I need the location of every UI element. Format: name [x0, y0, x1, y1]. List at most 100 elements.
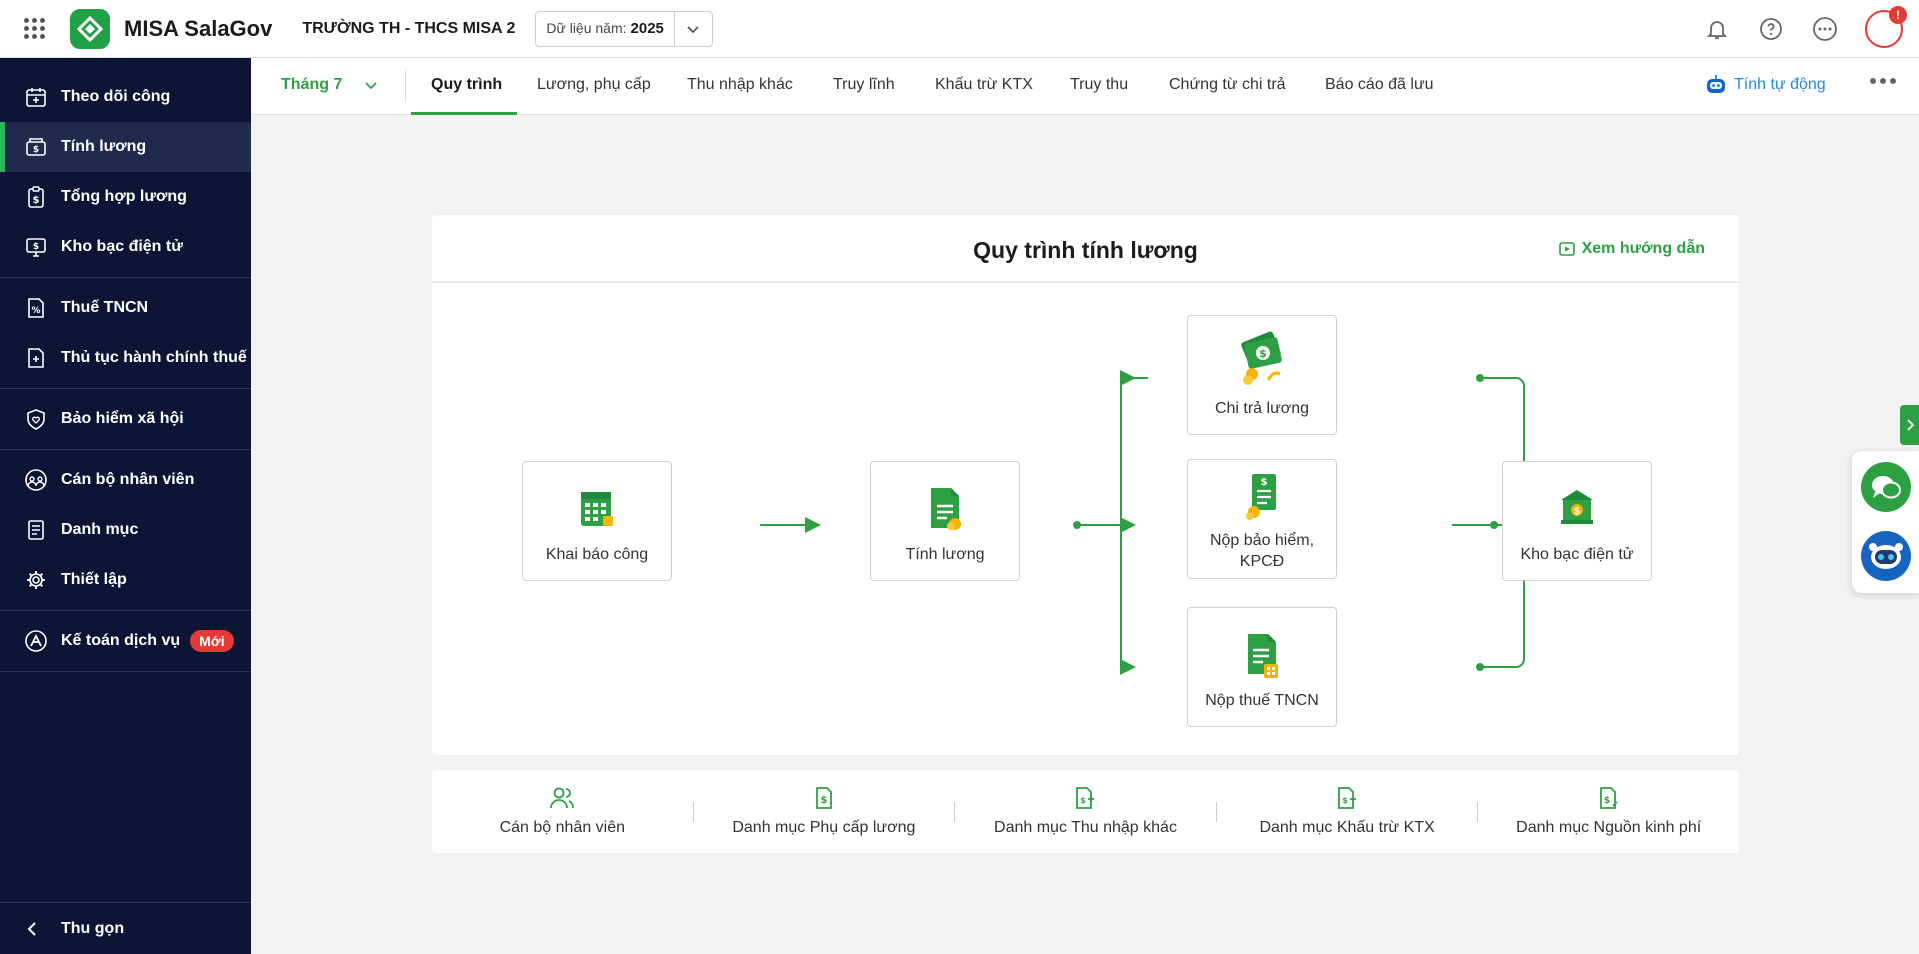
sidebar-item-label: Kế toán dịch vụ [61, 632, 181, 649]
shortcut-phu-cap-luong[interactable]: $ Danh mục Phụ cấp lương [694, 770, 955, 853]
shortcut-divider [692, 801, 694, 822]
avatar[interactable]: ! [1865, 6, 1907, 48]
clipboard-dollar-icon: $ [24, 185, 48, 209]
workflow-card: Quy trình tính lương Xem hướng dẫn [432, 215, 1739, 755]
people-icon [24, 468, 48, 492]
sidebar-item-thiet-lap[interactable]: Thiết lập [0, 555, 251, 605]
collapse-sidebar-button[interactable]: Thu gọn [0, 902, 251, 954]
year-selector[interactable]: Dữ liệu năm:2025 [535, 10, 713, 47]
accounting-icon [24, 629, 48, 653]
workflow-title: Quy trình tính lương [973, 237, 1198, 263]
auto-calc-label: Tính tự động [1734, 76, 1826, 93]
step-kho-bac-dien-tu[interactable]: $ Kho bạc điện tử [1502, 461, 1652, 581]
calendar-icon [24, 85, 48, 109]
tab-chung-tu-chi-tra[interactable]: Chứng từ chi trả [1169, 76, 1286, 93]
sidebar-item-label: Danh mục [61, 521, 139, 538]
sidebar-item-label: Tổng hợp lương [61, 188, 187, 205]
svg-text:$: $ [1342, 796, 1348, 805]
list-doc-icon [24, 518, 48, 542]
sidebar-item-can-bo[interactable]: Cán bộ nhân viên [0, 455, 251, 505]
shortcut-label: Cán bộ nhân viên [499, 819, 626, 836]
school-name[interactable]: TRƯỜNG TH - THCS MISA 2 [302, 19, 516, 37]
step-nop-bao-hiem[interactable]: $ Nộp bảo hiểm,KPCĐ [1187, 459, 1337, 579]
chat-support-icon[interactable] [1861, 462, 1911, 512]
bell-icon[interactable] [1703, 15, 1731, 43]
shortcut-can-bo-nhan-vien[interactable]: Cán bộ nhân viên [432, 770, 693, 853]
sidebar-item-ke-toan-dich-vu[interactable]: Kế toán dịch vụ Mới [0, 616, 251, 666]
monitor-dollar-icon: $ [24, 235, 48, 259]
tab-truy-thu[interactable]: Truy thu [1070, 76, 1129, 93]
svg-text:%: % [31, 306, 40, 316]
tab-thu-nhap-khac[interactable]: Thu nhập khác [687, 76, 793, 93]
step-khai-bao-cong[interactable]: Khai báo công [522, 461, 672, 581]
people-icon [432, 786, 693, 812]
chevron-down-icon [365, 82, 377, 90]
tab-khau-tru-ktx[interactable]: Khấu trừ KTX [935, 76, 1033, 93]
apps-grid-icon[interactable] [24, 17, 46, 40]
money-payment-icon: $ [1188, 330, 1336, 390]
shortcut-label: Danh mục Nguồn kinh phí [1516, 819, 1702, 836]
bank-icon: $ [1503, 486, 1651, 534]
sidebar-item-label: Thuế TNCN [61, 299, 149, 316]
sidebar-item-theo-doi-cong[interactable]: Theo dõi công [0, 72, 251, 122]
shortcut-thu-nhap-khac[interactable]: $ Danh mục Thu nhập khác [955, 770, 1216, 853]
shortcut-divider [1477, 801, 1479, 822]
help-icon[interactable] [1757, 15, 1785, 43]
calendar-grid-icon [523, 486, 671, 534]
svg-text:$: $ [33, 195, 40, 206]
tab-bao-cao-da-luu[interactable]: Báo cáo đã lưu [1325, 76, 1434, 93]
shortcut-nguon-kinh-phi[interactable]: $ Danh mục Nguồn kinh phí [1478, 770, 1739, 853]
chevron-left-icon [24, 921, 48, 937]
sidebar-divider [0, 388, 251, 389]
sidebar-divider [0, 277, 251, 278]
step-label: Nộp bảo hiểm,KPCĐ [1188, 530, 1336, 572]
step-chi-tra-luong[interactable]: $ Chi trả lương [1187, 315, 1337, 435]
more-options-icon[interactable] [1811, 15, 1839, 43]
step-label-line2: KPCĐ [1239, 553, 1285, 570]
svg-text:$: $ [33, 145, 39, 155]
sidebar-item-danh-muc[interactable]: Danh mục [0, 505, 251, 555]
doc-dollar-icon: $ [1478, 786, 1739, 812]
floating-actions [1852, 451, 1919, 593]
year-value: 2025 [630, 20, 664, 37]
top-header: MISA SalaGov TRƯỜNG TH - THCS MISA 2 Dữ … [0, 0, 1919, 58]
sidebar-item-label: Tính lương [61, 138, 147, 155]
step-tinh-luong[interactable]: Tính lương [870, 461, 1020, 581]
sidebar-item-thu-tuc-thue[interactable]: Thủ tục hành chính thuế [0, 333, 251, 383]
month-selector[interactable]: Tháng 7 [281, 76, 378, 94]
tax-sheet-icon [1188, 632, 1336, 680]
sidebar-item-tong-hop-luong[interactable]: $ Tổng hợp lương [0, 172, 251, 222]
assistant-bot-icon[interactable] [1861, 531, 1911, 581]
sidebar-divider [0, 671, 251, 672]
sidebar-item-thue-tncn[interactable]: % Thuế TNCN [0, 283, 251, 333]
doc-plus-icon [24, 346, 48, 370]
chevron-down-icon[interactable] [673, 11, 712, 46]
doc-minus-icon: $ [1217, 786, 1478, 812]
auto-calc-button[interactable]: Tính tự động [1704, 73, 1826, 97]
app-logo [70, 8, 110, 49]
sidebar-item-tinh-luong[interactable]: $ Tính lương [0, 122, 251, 172]
shortcut-divider [1215, 801, 1217, 822]
svg-text:$: $ [1574, 506, 1581, 517]
view-guide-label: Xem hướng dẫn [1581, 240, 1705, 257]
sidebar-item-bao-hiem[interactable]: Bảo hiểm xã hội [0, 394, 251, 444]
tab-truy-linh[interactable]: Truy lĩnh [833, 76, 895, 93]
tab-bar: Tháng 7 Quy trình Lương, phụ cấp Thu nhậ… [251, 58, 1919, 115]
view-guide-link[interactable]: Xem hướng dẫn [1558, 240, 1705, 258]
tab-luong-phu-cap[interactable]: Lương, phụ cấp [537, 76, 651, 93]
sidebar: Theo dõi công $ Tính lương $ Tổng hợp lư… [0, 58, 251, 954]
more-horizontal-icon[interactable] [1870, 78, 1896, 84]
active-tab-indicator [411, 112, 517, 115]
shortcut-label: Danh mục Khấu trừ KTX [1259, 819, 1435, 836]
shortcut-label: Danh mục Phụ cấp lương [732, 819, 916, 836]
salary-icon: $ [24, 135, 48, 159]
tab-quy-trinh[interactable]: Quy trình [431, 76, 503, 93]
step-label: Tính lương [905, 546, 985, 563]
gear-icon [24, 568, 48, 592]
step-nop-thue-tncn[interactable]: Nộp thuế TNCN [1187, 607, 1337, 727]
expand-panel-tab[interactable] [1900, 405, 1919, 445]
sidebar-item-kho-bac[interactable]: $ Kho bạc điện tử [0, 222, 251, 272]
shortcut-label: Danh mục Thu nhập khác [994, 819, 1177, 836]
sidebar-item-label: Thủ tục hành chính thuế [61, 349, 247, 366]
shortcut-khau-tru-ktx[interactable]: $ Danh mục Khấu trừ KTX [1217, 770, 1478, 853]
